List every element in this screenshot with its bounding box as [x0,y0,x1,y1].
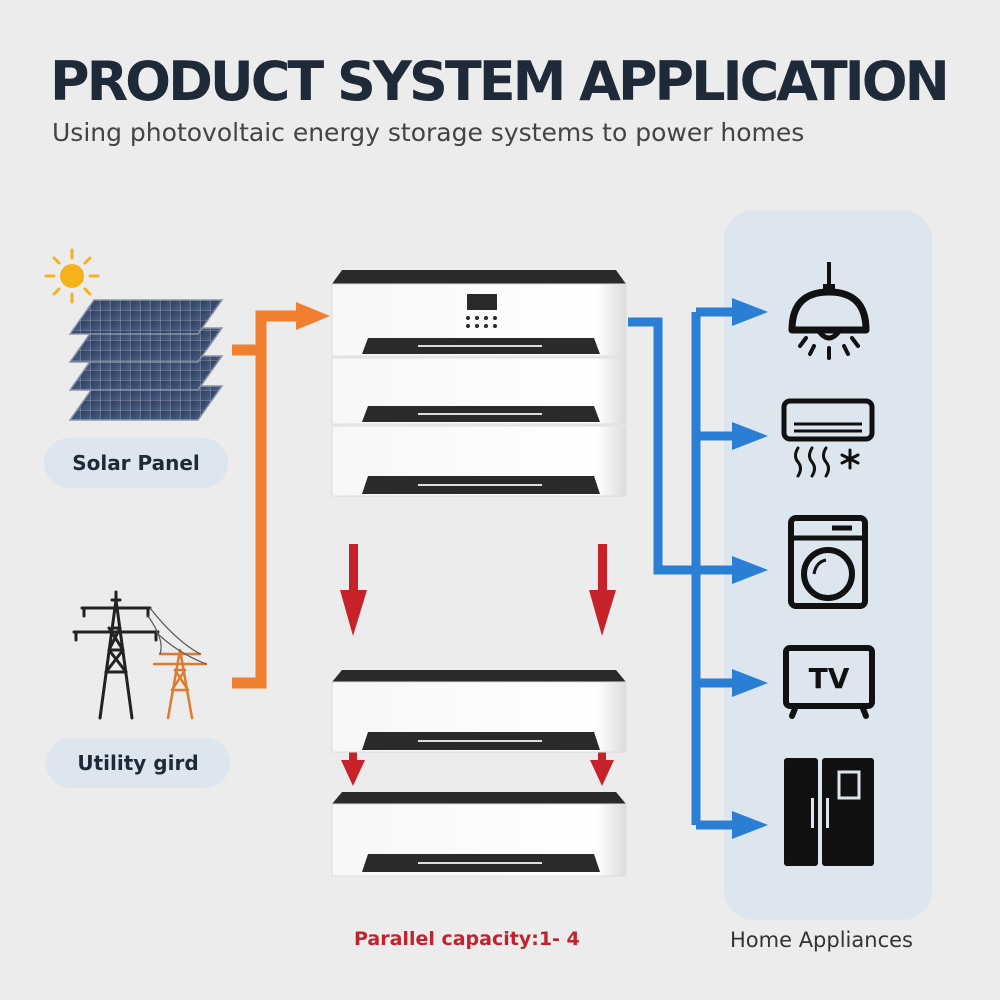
output-flow-lines [628,307,738,830]
refrigerator-icon [784,758,874,866]
battery-module-3 [331,425,627,497]
tv-label: TV [809,662,850,695]
expansion-arrows [340,544,616,786]
battery-top-module [331,283,627,357]
sun-icon [44,248,100,304]
expansion-module-1 [331,670,627,753]
parallel-capacity-label: Parallel capacity:1- 4 [354,928,580,950]
input-arrow [296,302,330,330]
battery-stack [331,270,627,497]
page-title: PRODUCT SYSTEM APPLICATION [50,50,950,113]
utility-grid-label: Utility gird [46,738,230,788]
tv-icon: TV [783,645,875,719]
battery-module-2 [331,357,627,425]
expansion-module-2 [331,792,627,877]
washing-machine-icon [788,515,868,609]
control-buttons [466,316,497,328]
solar-panel-label: Solar Panel [44,438,228,488]
output-arrows [732,298,768,839]
solar-panel-icon [68,299,224,421]
power-tower-icon [72,590,208,720]
page-subtitle: Using photovoltaic energy storage system… [52,118,805,147]
input-flow-lines [232,310,298,689]
air-conditioner-icon [781,398,875,478]
ceiling-lamp-icon [788,262,870,360]
home-appliances-label: Home Appliances [730,928,913,952]
